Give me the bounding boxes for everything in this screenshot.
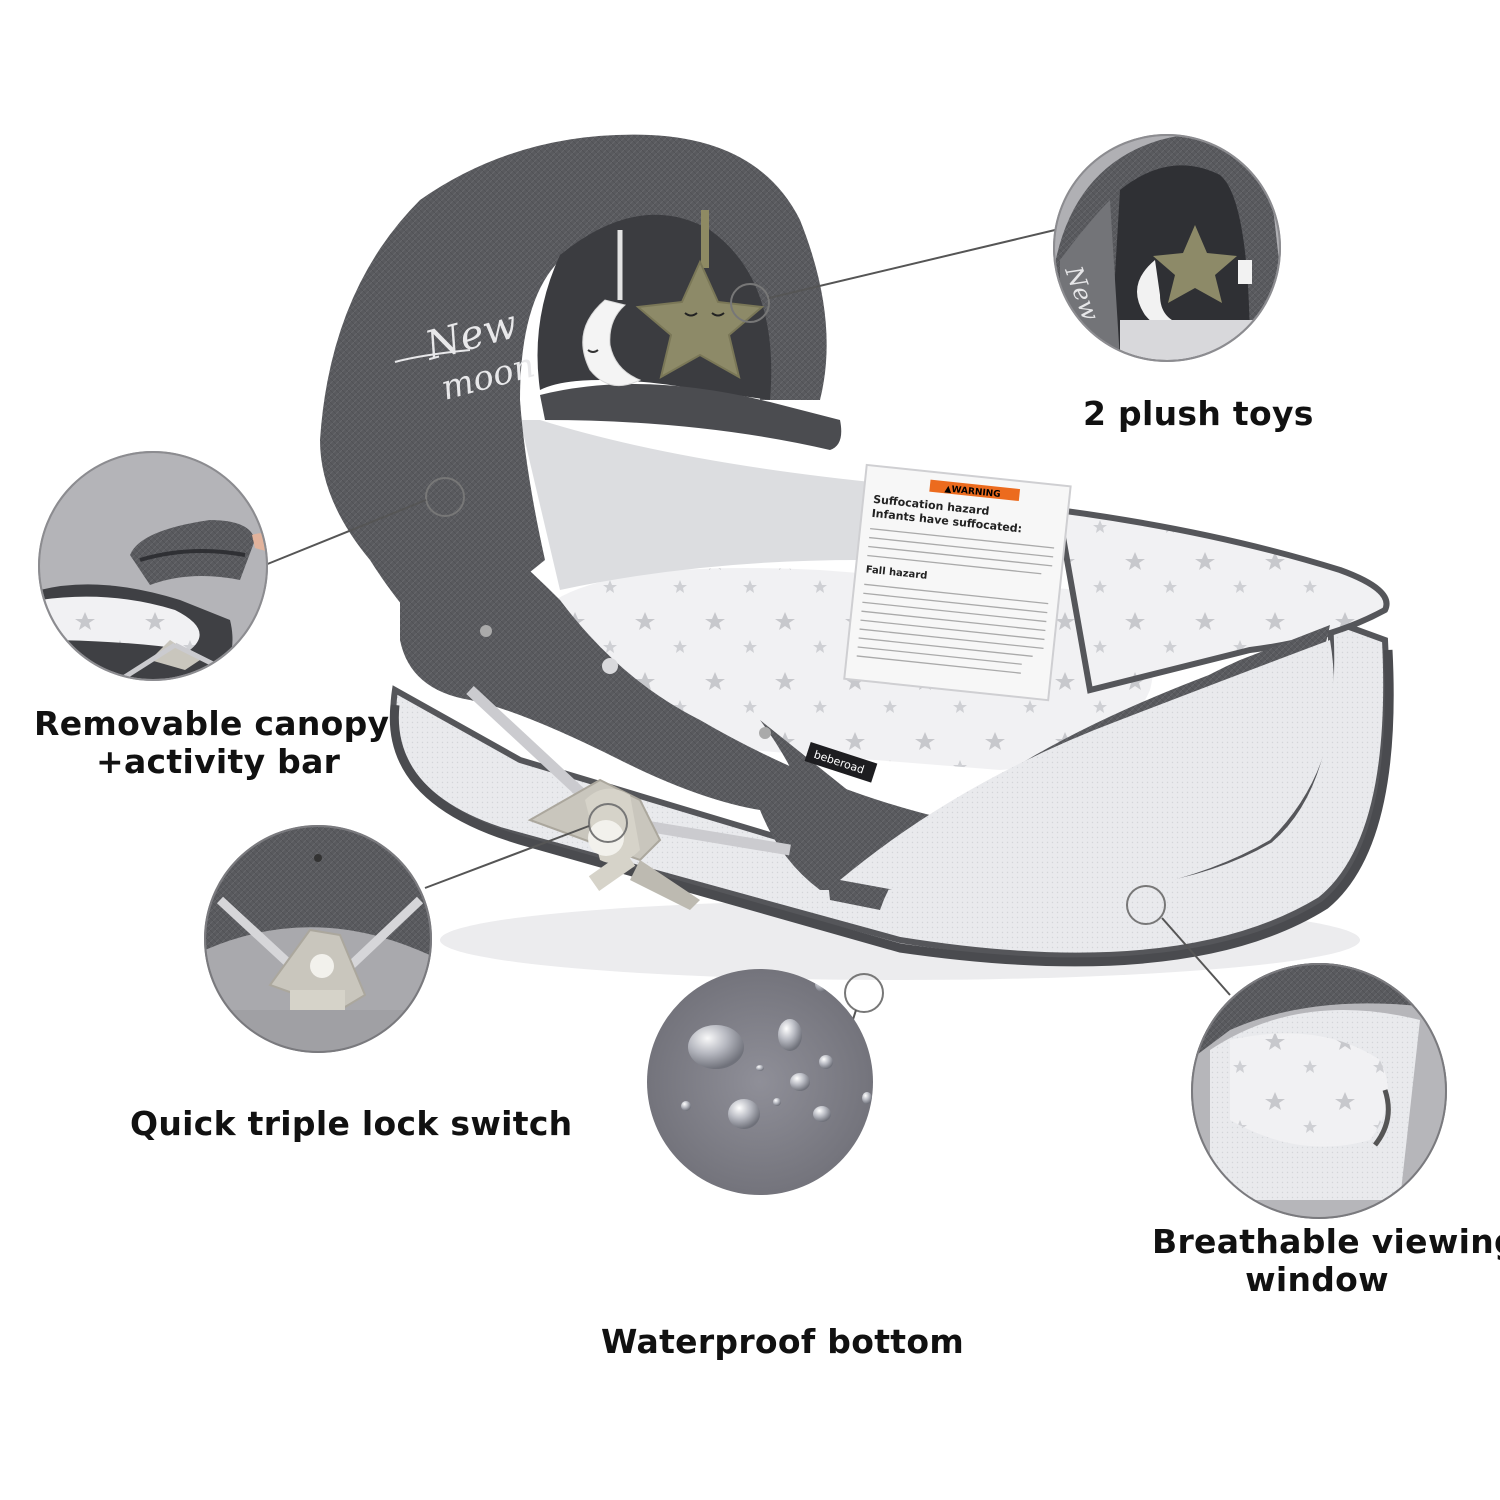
lock-switch-label: Quick triple lock switch (130, 1104, 573, 1143)
window-label-line-1: Breathable viewing (1152, 1222, 1500, 1261)
waterproof-detail (647, 969, 873, 1195)
plush-star-toy (635, 210, 765, 379)
canopy-detail (38, 451, 268, 681)
plush-moon-toy (582, 230, 642, 387)
plush-toys-detail: New (1053, 134, 1281, 362)
canopy-label-line-2: +activity bar (96, 742, 341, 781)
canopy-label-line-1: Removable canopy (34, 704, 390, 743)
waterproof-label: Waterproof bottom (601, 1322, 965, 1361)
canopy-label: Removable canopy +activity bar (34, 705, 389, 781)
lock-switch-detail (204, 825, 432, 1053)
window-detail (1191, 963, 1447, 1219)
leader-lines (264, 229, 1231, 1109)
bassinet-main: ▲WARNING Suffocation hazard Infants have… (320, 134, 1394, 1013)
window-label-line-2: window (1245, 1260, 1389, 1299)
plush-toys-label: 2 plush toys (1083, 394, 1314, 433)
window-label: Breathable viewing window (1152, 1222, 1500, 1299)
